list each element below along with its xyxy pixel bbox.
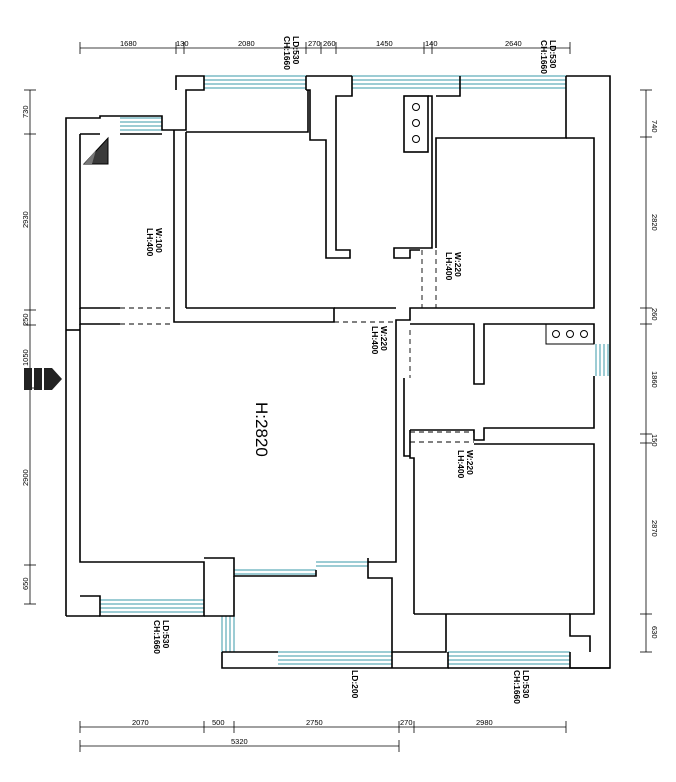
annotation-w220-b-line1: W:220: [379, 326, 389, 351]
window-top-1: [204, 75, 306, 89]
dim-bottom-total: 5320: [231, 737, 248, 746]
window-bay: [234, 561, 368, 575]
annotation-w220-c: W:220 LH:400: [456, 450, 475, 479]
dim-right-4: 1860: [650, 371, 659, 388]
dim-left-5: 2900: [21, 469, 30, 486]
annotation-ld530-br-line2: CH:1660: [512, 670, 522, 704]
dim-left-6: 650: [21, 577, 30, 590]
dim-top-6: 1450: [376, 39, 393, 48]
window-small-room: [120, 117, 162, 131]
annotation-w220-c-line2: LH:400: [456, 450, 466, 479]
annotation-w100-line1: W:100: [154, 228, 164, 253]
annotation-ld530-top-b-line2: CH:1660: [539, 40, 549, 74]
annotation-ld200: LD:200: [350, 670, 360, 699]
annotation-ld530-top-b: LD:530 CH:1660: [539, 40, 558, 74]
dim-left-1: 730: [21, 105, 30, 118]
dim-right-1: 740: [650, 120, 659, 133]
dim-left-2: 2930: [21, 211, 30, 228]
annotation-ld530-bl-line1: LD:530: [161, 620, 171, 649]
corner-fixture-icon: [82, 136, 109, 165]
dim-bottom-2: 500: [212, 718, 225, 727]
dim-top-3: 2080: [238, 39, 255, 48]
window-top-3: [460, 75, 566, 89]
dimension-top: 1680 130 2080 270 260 1450 140 2640: [79, 39, 571, 54]
dim-bottom-3: 2750: [306, 718, 323, 727]
stove-top-middle: [412, 103, 420, 143]
dim-top-8: 2640: [505, 39, 522, 48]
dim-right-3: 260: [650, 308, 659, 321]
annotation-ld530-top-a: LD:530 CH:1660: [282, 36, 301, 70]
annotation-w220-a: W:220 LH:400: [444, 252, 463, 281]
annotation-w100: W:100 LH:400: [145, 228, 164, 257]
dim-bottom-5: 2980: [476, 718, 493, 727]
dim-right-5: 150: [650, 434, 659, 447]
window-bottom-middle: [278, 651, 392, 665]
dim-top-1: 1680: [120, 39, 137, 48]
dim-top-4: 270: [308, 39, 321, 48]
annotation-ld530-top-a-line2: CH:1660: [282, 36, 292, 70]
dim-top-7: 140: [425, 39, 438, 48]
window-bottom-vertical: [221, 616, 235, 652]
dimension-right: 740 2820 260 1860 150 2870 630: [640, 89, 659, 653]
dim-right-7: 630: [650, 626, 659, 639]
dimension-bottom: 2070 500 2750 270 2980 5320: [79, 718, 567, 752]
annotation-ld530-bottom-right: LD:530 CH:1660: [512, 670, 531, 704]
walls: [65, 75, 611, 669]
dim-left-4: 1050: [21, 349, 30, 366]
annotation-w220-a-line1: W:220: [453, 252, 463, 277]
window-top-2: [352, 75, 460, 89]
annotation-w100-line2: LH:400: [145, 228, 155, 257]
stove-right: [552, 330, 588, 338]
annotation-ld200-line1: LD:200: [350, 670, 360, 699]
annotation-ld530-top-b-line1: LD:530: [548, 40, 558, 69]
dim-right-2: 2820: [650, 214, 659, 231]
dim-bottom-4: 270: [400, 718, 413, 727]
window-right: [595, 344, 609, 376]
openings: [120, 134, 474, 443]
annotation-w220-b: W:220 LH:400: [370, 326, 389, 355]
annotation-ld530-top-a-line1: LD:530: [291, 36, 301, 65]
annotation-w220-b-line2: LH:400: [370, 326, 380, 355]
dim-bottom-1: 2070: [132, 718, 149, 727]
window-bottom-left: [100, 599, 204, 613]
ceiling-height-label: H:2820: [252, 402, 271, 457]
annotation-ld530-bottom-left: LD:530 CH:1660: [152, 620, 171, 654]
annotation-w220-c-line1: W:220: [465, 450, 475, 475]
dim-right-6: 2870: [650, 520, 659, 537]
dim-left-3: 250: [21, 313, 30, 326]
dim-top-5: 260: [323, 39, 336, 48]
windows: [100, 75, 609, 665]
annotation-ld530-br-line1: LD:530: [521, 670, 531, 699]
annotation-w220-a-line2: LH:400: [444, 252, 454, 281]
annotation-ld530-bl-line2: CH:1660: [152, 620, 162, 654]
dimension-left: 730 2930 250 1050 2900 650: [21, 89, 36, 605]
dim-top-2: 130: [176, 39, 189, 48]
entrance-arrow-icon: [24, 368, 62, 390]
window-bottom-right: [448, 651, 570, 665]
